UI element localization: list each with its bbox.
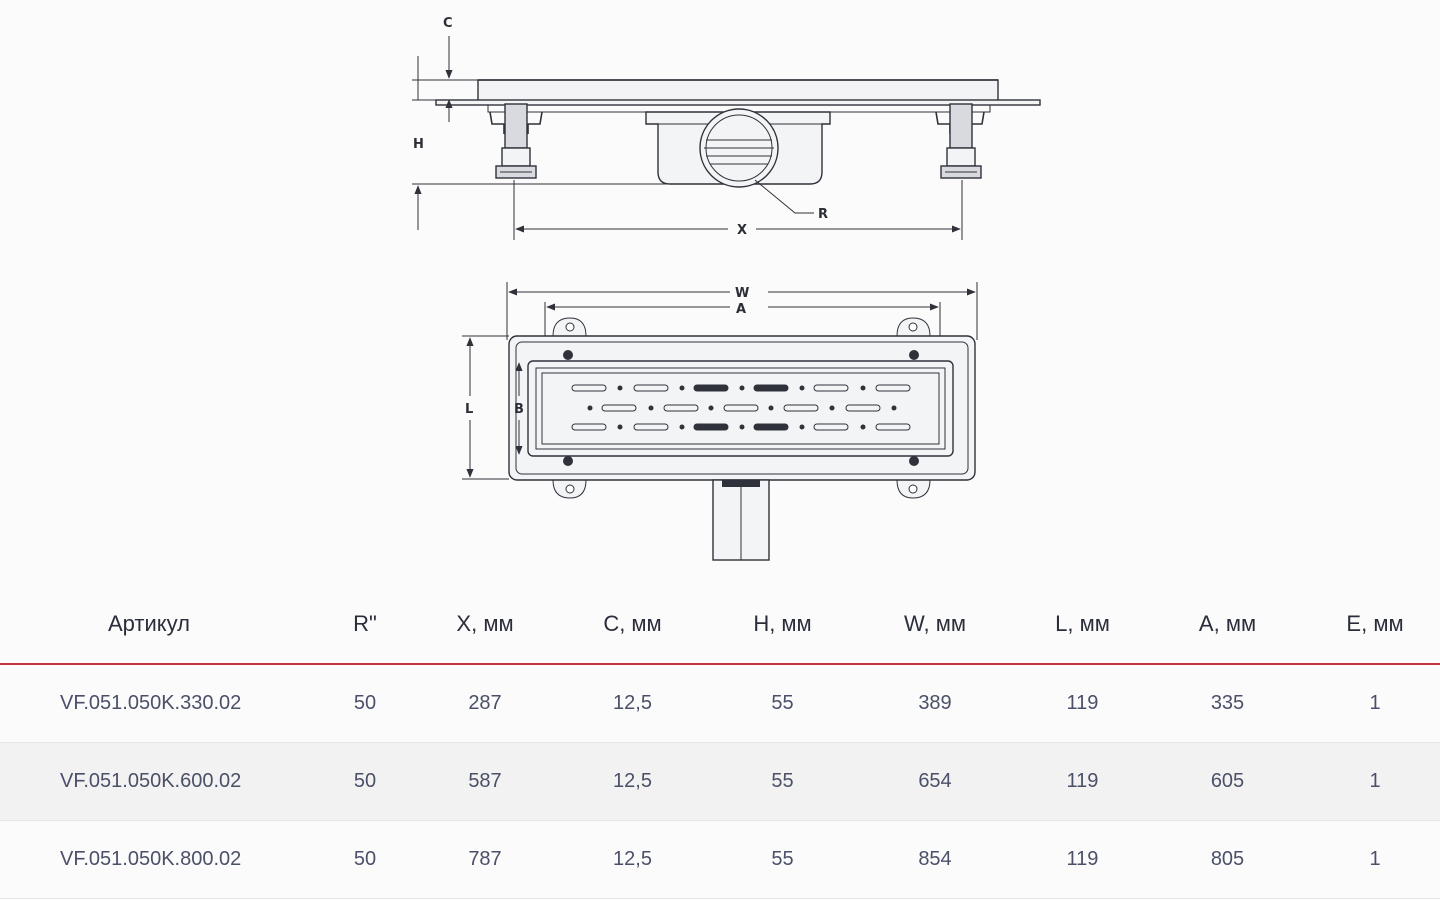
table-row: VF.051.050K.600.02 50 587 12,5 55 654 11… bbox=[0, 742, 1440, 821]
dim-r-label: R bbox=[818, 207, 828, 222]
dim-c-label: C bbox=[443, 16, 453, 31]
cell-w: 854 bbox=[850, 820, 1020, 899]
header-a: A, мм bbox=[1145, 585, 1310, 665]
cell-x: 787 bbox=[420, 820, 550, 899]
dim-l-label: L bbox=[465, 402, 473, 417]
side-view: C H X R bbox=[412, 16, 1041, 240]
cell-article: VF.051.050K.800.02 bbox=[0, 820, 310, 899]
top-view: W A bbox=[462, 282, 978, 561]
cell-h: 55 bbox=[715, 664, 850, 743]
header-h: H, мм bbox=[715, 585, 850, 665]
dim-w-label: W bbox=[735, 286, 749, 301]
spec-table: Артикул R" X, мм C, мм H, мм W, мм L, мм… bbox=[0, 585, 1440, 899]
table-row: VF.051.050K.330.02 50 287 12,5 55 389 11… bbox=[0, 664, 1440, 743]
cell-c: 12,5 bbox=[550, 742, 715, 821]
table-header-row: Артикул R" X, мм C, мм H, мм W, мм L, мм… bbox=[0, 585, 1440, 665]
cell-r: 50 bbox=[310, 820, 420, 899]
cell-r: 50 bbox=[310, 664, 420, 743]
header-article: Артикул bbox=[0, 585, 310, 665]
cell-c: 12,5 bbox=[550, 820, 715, 899]
cell-c: 12,5 bbox=[550, 664, 715, 743]
cell-l: 119 bbox=[1020, 742, 1145, 821]
table-row: VF.051.050K.800.02 50 787 12,5 55 854 11… bbox=[0, 820, 1440, 899]
cell-x: 587 bbox=[420, 742, 550, 821]
cell-l: 119 bbox=[1020, 664, 1145, 743]
cell-l: 119 bbox=[1020, 820, 1145, 899]
dim-a-label: A bbox=[736, 302, 746, 317]
cell-e: 1 bbox=[1310, 742, 1440, 821]
cell-h: 55 bbox=[715, 820, 850, 899]
dim-b-label: B bbox=[514, 402, 524, 417]
cell-w: 654 bbox=[850, 742, 1020, 821]
cell-w: 389 bbox=[850, 664, 1020, 743]
cell-e: 1 bbox=[1310, 664, 1440, 743]
cell-h: 55 bbox=[715, 742, 850, 821]
header-r: R" bbox=[310, 585, 420, 665]
cell-x: 287 bbox=[420, 664, 550, 743]
header-x: X, мм bbox=[420, 585, 550, 665]
cell-article: VF.051.050K.600.02 bbox=[0, 742, 310, 821]
cell-a: 335 bbox=[1145, 664, 1310, 743]
header-w: W, мм bbox=[850, 585, 1020, 665]
cell-a: 605 bbox=[1145, 742, 1310, 821]
header-c: C, мм bbox=[550, 585, 715, 665]
header-e: E, мм bbox=[1310, 585, 1440, 665]
header-l: L, мм bbox=[1020, 585, 1145, 665]
cell-e: 1 bbox=[1310, 820, 1440, 899]
dim-x-label: X bbox=[737, 223, 747, 238]
cell-a: 805 bbox=[1145, 820, 1310, 899]
cell-r: 50 bbox=[310, 742, 420, 821]
cell-article: VF.051.050K.330.02 bbox=[0, 664, 310, 743]
dim-h-label: H bbox=[413, 137, 424, 152]
technical-drawing: C H X R W A bbox=[412, 16, 1041, 561]
